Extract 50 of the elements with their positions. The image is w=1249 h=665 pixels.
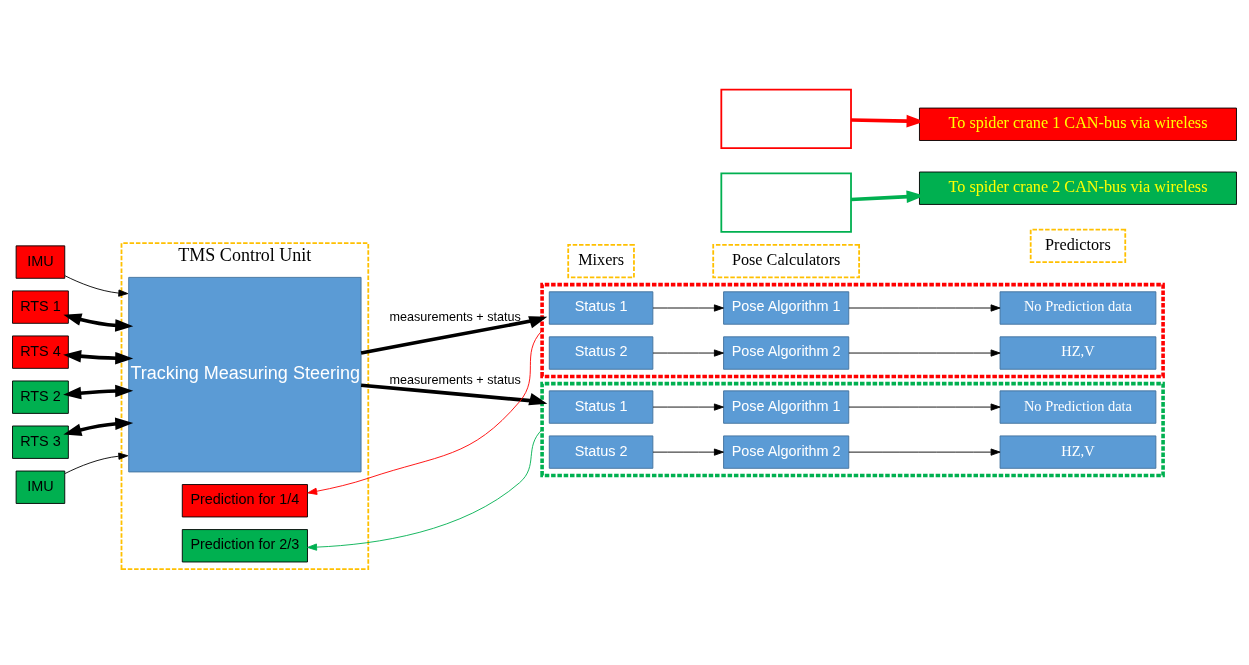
arrow: [64, 452, 129, 474]
arrow: [848, 448, 1001, 456]
arrow: [652, 303, 724, 312]
node-box: To spider crane 2 CAN-bus via wireless: [919, 171, 1237, 205]
arrow: [360, 315, 548, 355]
node-box: HZ,V: [999, 335, 1157, 370]
node-box: HZ,V: [999, 434, 1157, 469]
node-box: Status 1: [548, 290, 654, 325]
node-box: Status 2: [548, 335, 654, 370]
arrow: [64, 274, 129, 297]
node-box: RTS 3: [12, 425, 69, 459]
node-box: Pose Algorithm 1: [723, 389, 850, 424]
node-box: Pose Algorithm 1: [723, 290, 850, 325]
node-box: [720, 171, 852, 233]
arrow: [63, 349, 134, 365]
arrow: [848, 403, 1001, 411]
arrow: [652, 403, 724, 411]
node-box: Pose Calculators: [712, 243, 860, 278]
node-box: Pose Algorithm 2: [723, 434, 850, 469]
arrow: [63, 417, 134, 436]
arrow: [307, 428, 543, 551]
arrow: [63, 384, 134, 399]
arrow: [360, 382, 548, 405]
arrow: [652, 348, 724, 357]
node-box: Status 1: [548, 389, 654, 424]
node-box: RTS 4: [12, 335, 69, 369]
arrow: [848, 348, 1001, 357]
node-box: No Prediction data: [999, 290, 1157, 325]
cluster: [540, 381, 1165, 477]
node-box: No Prediction data: [999, 389, 1157, 424]
edge-label: measurements + status: [389, 309, 521, 324]
cluster: [540, 282, 1165, 378]
node-box: Predictors: [1029, 228, 1127, 263]
node-box: Pose Algorithm 2: [723, 335, 850, 370]
node-box: IMU: [15, 470, 66, 504]
edge-label: measurements + status: [389, 372, 521, 387]
node-box: RTS 1: [12, 289, 69, 324]
node-box: To spider crane 1 CAN-bus via wireless: [919, 107, 1237, 141]
arrow: [848, 303, 1001, 312]
node-box: Mixers: [567, 243, 635, 278]
arrow: [307, 329, 543, 495]
node-box: RTS 2: [12, 380, 69, 414]
node-box: IMU: [15, 244, 66, 279]
node-box: Tracking Measuring Steering: [128, 276, 362, 472]
node-box: Prediction for 2/3: [181, 528, 308, 562]
node-box: [720, 88, 852, 149]
node-box: Prediction for 1/4: [181, 483, 308, 517]
arrow: [63, 312, 134, 332]
node-box: Status 2: [548, 434, 654, 469]
arrow: [652, 448, 724, 456]
